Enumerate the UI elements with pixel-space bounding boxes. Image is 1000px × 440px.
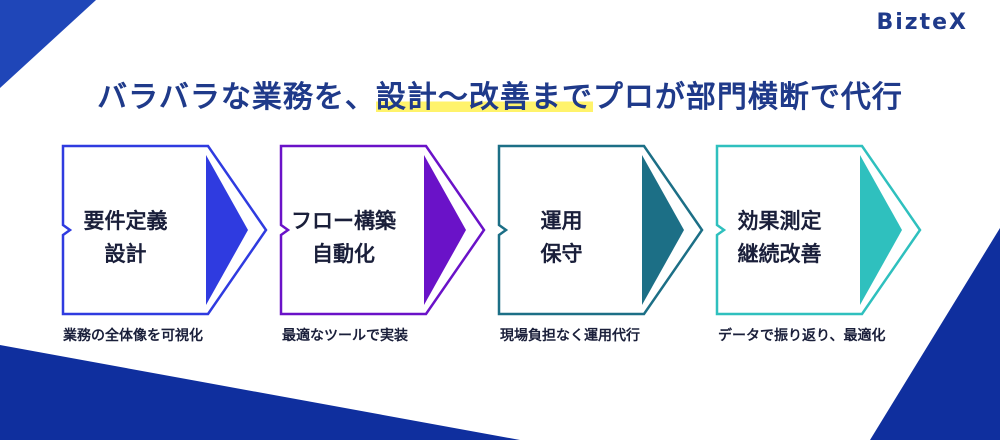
step-title-line2: 保守 — [540, 242, 583, 266]
step-operation-maintenance: 運用 保守 — [494, 143, 724, 318]
step-measurement-improvement: 効果測定 継続改善 — [712, 143, 942, 318]
step-title-line2: 設計 — [104, 242, 147, 266]
step-caption: 最適なツールで実装 — [282, 328, 408, 344]
top-left-corner-shape — [0, 0, 96, 88]
step-title: 運用 保守 — [499, 205, 624, 271]
step-title-line1: 要件定義 — [83, 209, 168, 233]
step-caption: データで振り返り、最適化 — [718, 328, 886, 344]
step-arrow-shape — [715, 144, 922, 316]
step-title: 要件定義 設計 — [63, 205, 188, 271]
step-arrow-icon — [424, 155, 466, 305]
step-arrow-shape — [61, 144, 268, 316]
headline-text-after: プロが部門横断で代行 — [592, 80, 903, 115]
step-title-line1: 効果測定 — [737, 209, 822, 233]
step-arrow-shape — [497, 144, 704, 316]
step-title: 効果測定 継続改善 — [717, 205, 842, 271]
brand-logo: BizteX — [876, 10, 968, 35]
step-flow-automation: フロー構築 自動化 — [276, 143, 506, 318]
step-arrow-icon — [642, 155, 684, 305]
step-title: フロー構築 自動化 — [281, 205, 406, 271]
step-title-line2: 自動化 — [312, 242, 375, 266]
step-title-line1: 運用 — [540, 209, 583, 233]
headline-text-before: バラバラな業務を、 — [97, 80, 376, 115]
step-arrow-icon — [206, 155, 248, 305]
bottom-left-corner-shape — [0, 345, 520, 440]
step-arrow-shape — [279, 144, 486, 316]
step-caption: 現場負担なく運用代行 — [500, 328, 640, 344]
step-title-line2: 継続改善 — [737, 242, 822, 266]
headline-highlighted-text: 設計～改善まで — [375, 80, 593, 115]
step-caption: 業務の全体像を可視化 — [63, 328, 203, 344]
page-headline: バラバラな業務を、設計～改善までプロが部門横断で代行 — [0, 72, 1000, 116]
bottom-right-corner-shape — [870, 228, 1000, 440]
step-requirements-design: 要件定義 設計 — [58, 143, 288, 318]
step-title-line1: フロー構築 — [291, 209, 396, 233]
step-arrow-icon — [860, 155, 902, 305]
